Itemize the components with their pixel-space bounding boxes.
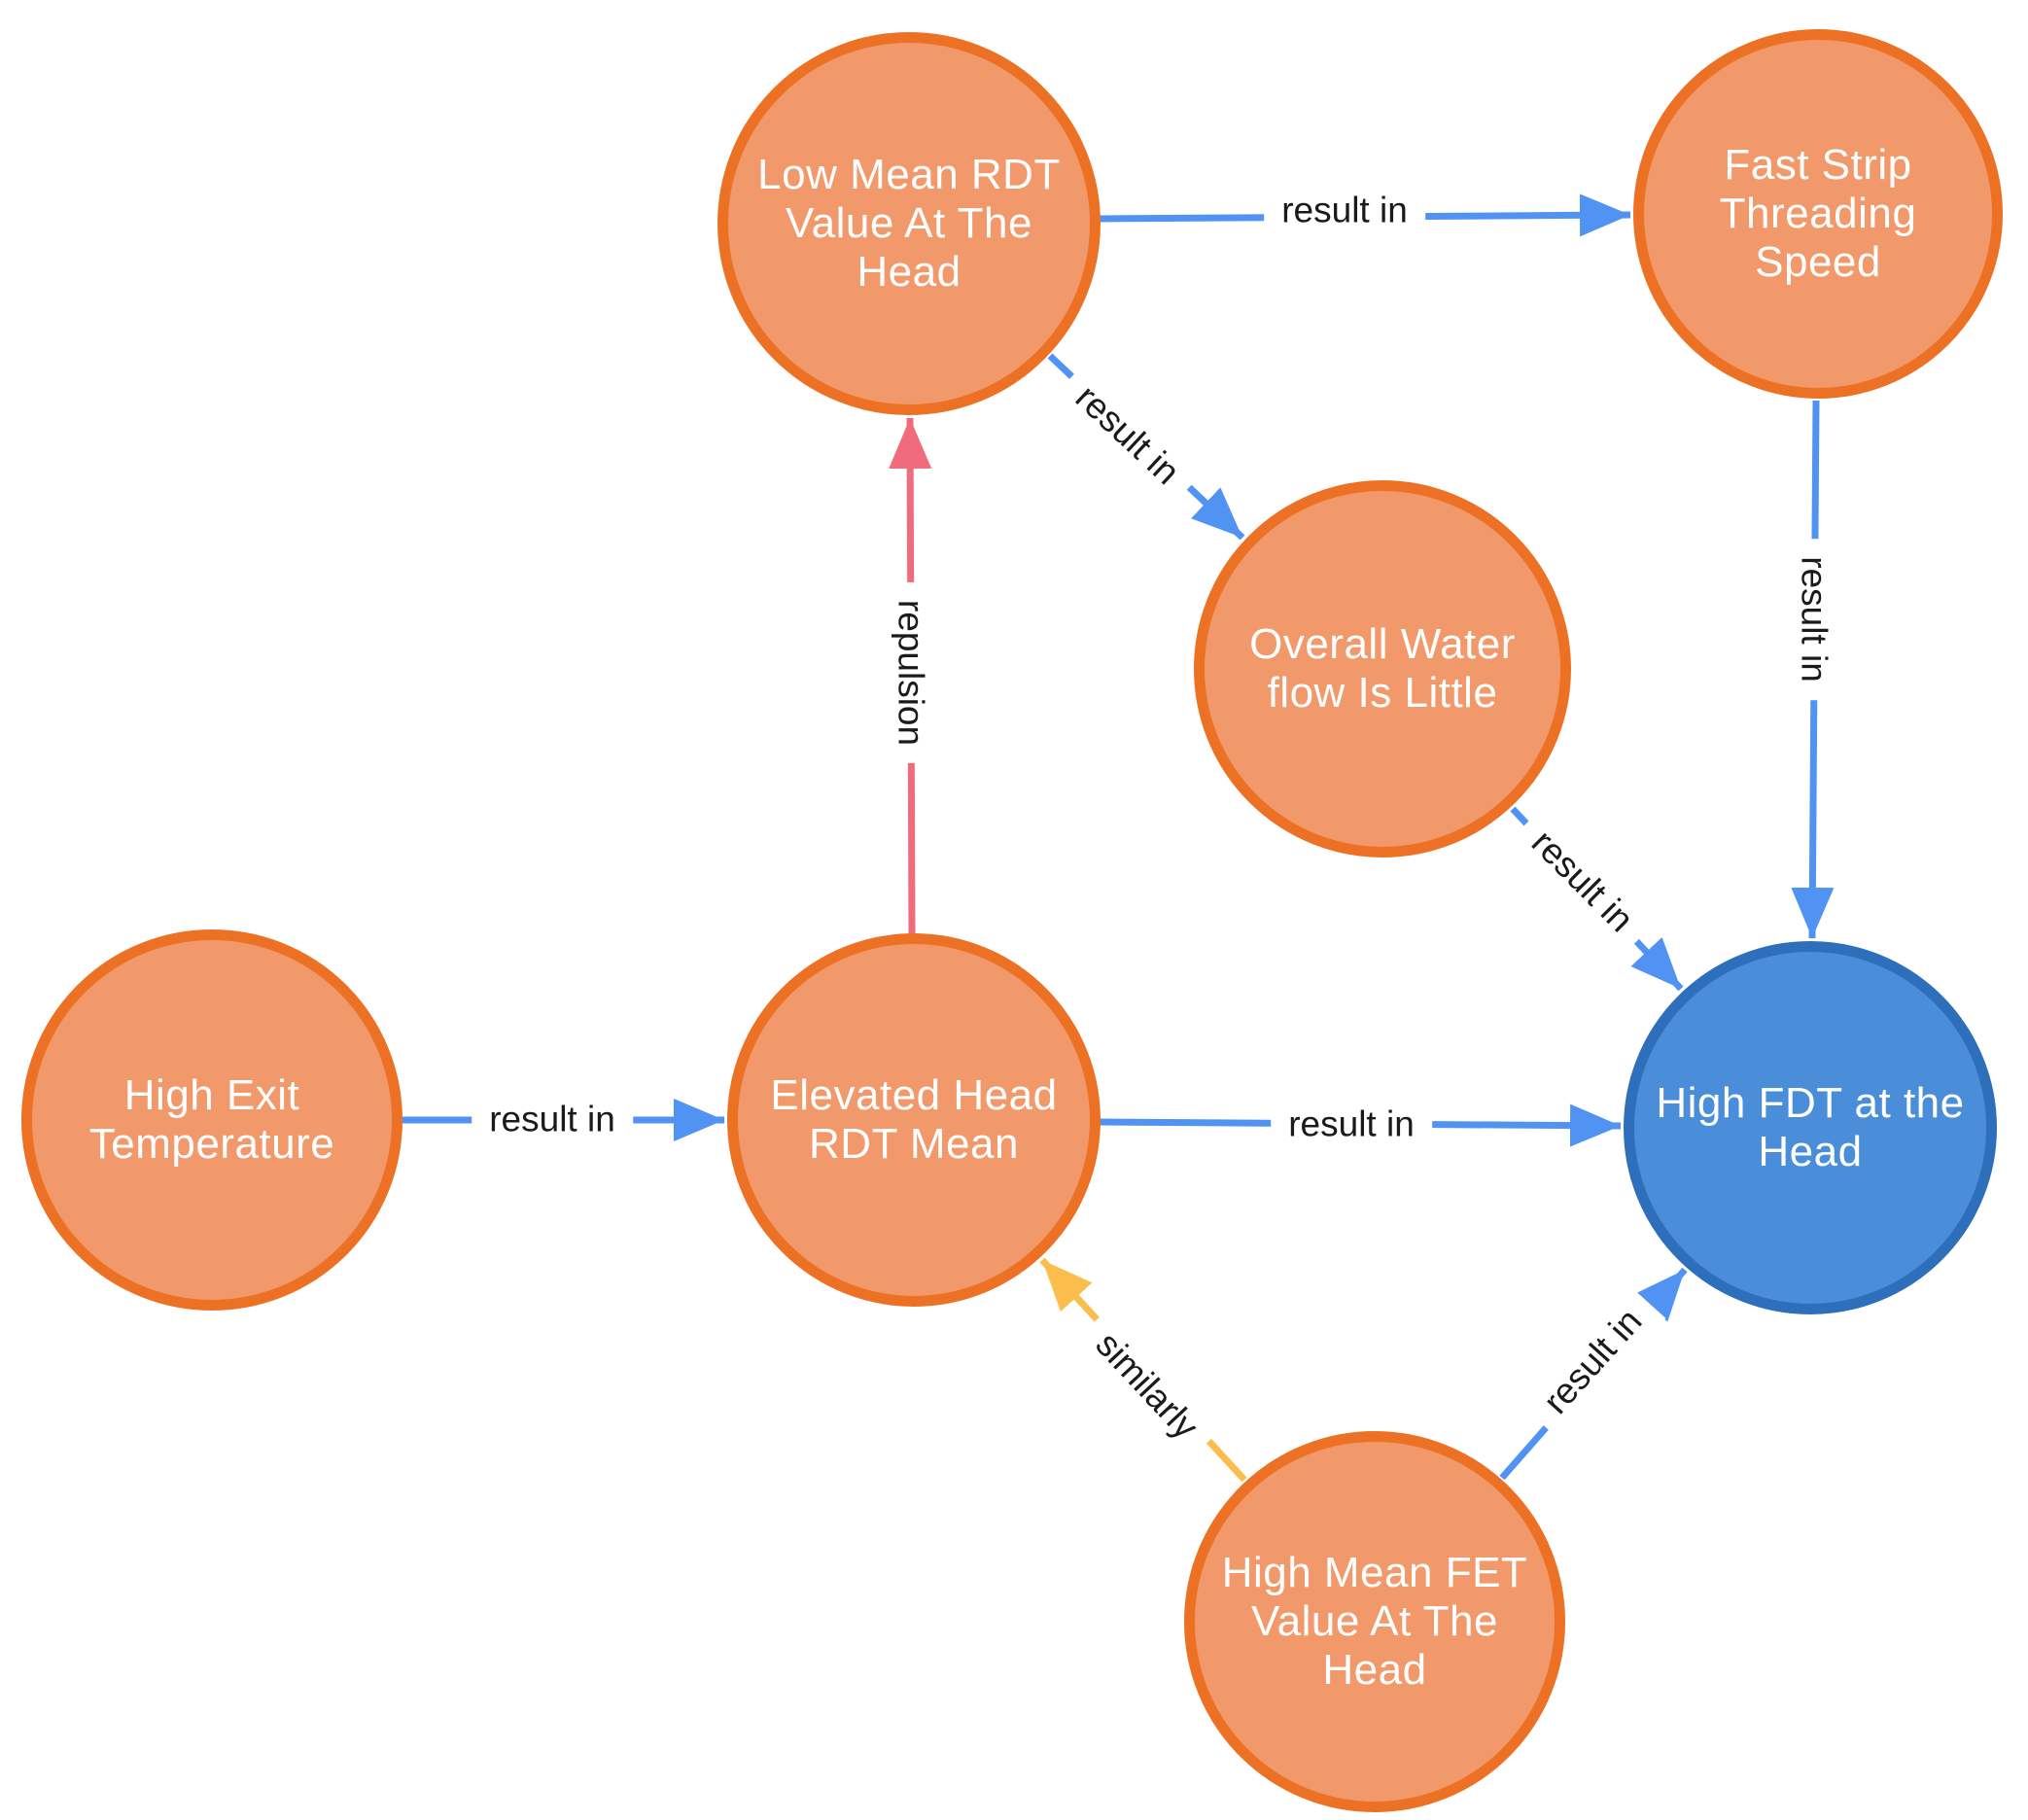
node-fast-strip: Fast Strip Threading Speed — [1633, 29, 2003, 399]
node-elevated-head: Elevated Head RDT Mean — [727, 933, 1101, 1307]
edge-label-high-exit-elevated-head: result in — [472, 1093, 633, 1145]
edge-label-repulsion: repulsion — [885, 581, 937, 764]
node-high-fdt: High FDT at the Head — [1624, 941, 1997, 1314]
node-overall-water: Overall Water flow Is Little — [1194, 480, 1571, 858]
node-low-mean-rdt: Low Mean RDT Value At The Head — [717, 32, 1101, 415]
node-high-mean-fet: High Mean FET Value At The Head — [1184, 1431, 1565, 1812]
node-high-exit: High Exit Temperature — [21, 929, 402, 1311]
edge-label-fast-strip-high-fdt: result in — [1788, 539, 1840, 700]
edge-label-elevated-head-high-fdt: result in — [1271, 1098, 1432, 1150]
edge-label-low-mean-rdt-fast-strip: result in — [1264, 184, 1425, 236]
